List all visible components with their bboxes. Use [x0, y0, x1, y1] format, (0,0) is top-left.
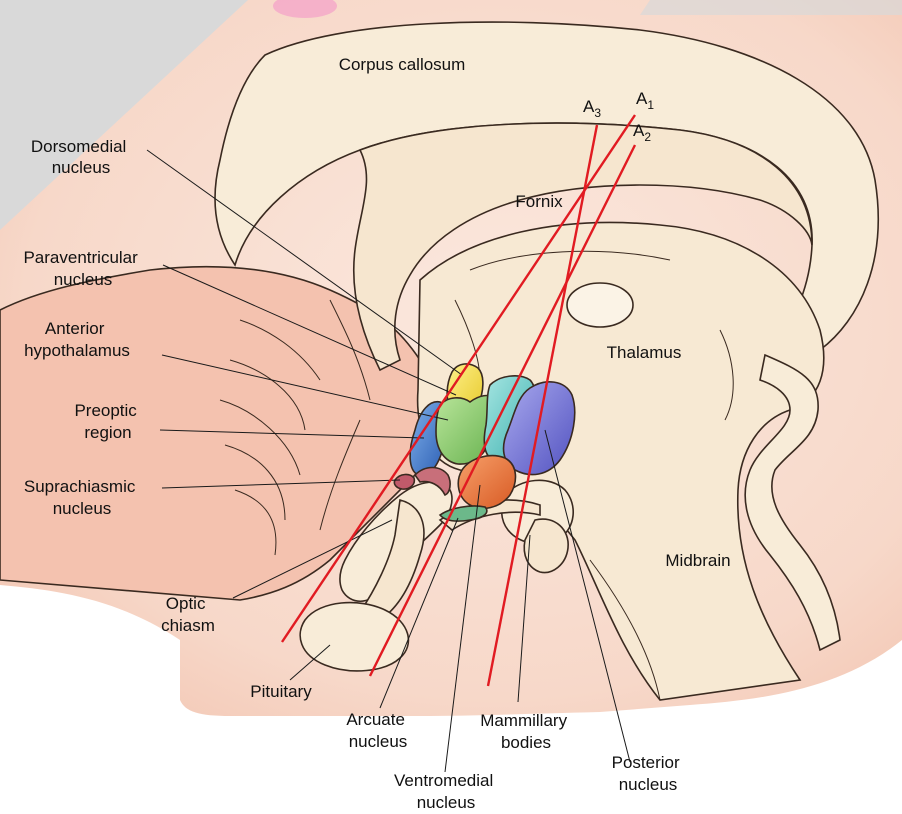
mammillary-lower	[524, 519, 568, 573]
label-arcuate: Arcuate nucleus	[346, 710, 409, 751]
label-posterior: Posterior nucleus	[612, 753, 685, 794]
label-ventromedial: Ventromedial nucleus	[394, 771, 498, 812]
label-corpus-callosum: Corpus callosum	[339, 55, 466, 74]
label-thalamus: Thalamus	[607, 343, 682, 362]
watermark-band-right	[640, 0, 902, 15]
label-midbrain: Midbrain	[665, 551, 730, 570]
label-pituitary: Pituitary	[250, 682, 312, 701]
suprachiasmic-nucleus	[394, 474, 414, 489]
thalamic-adhesion	[567, 283, 633, 327]
label-fornix: Fornix	[515, 192, 563, 211]
label-mammillary: Mammillary bodies	[480, 711, 572, 752]
